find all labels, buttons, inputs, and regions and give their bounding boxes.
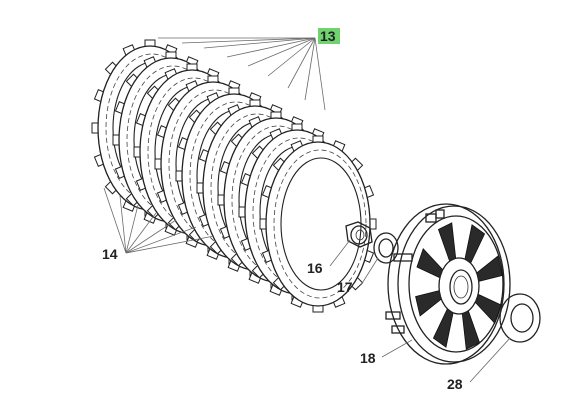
- hub-spoke: [416, 248, 444, 279]
- callout-14[interactable]: 14: [102, 246, 118, 262]
- hub-spoke: [415, 290, 442, 317]
- hub-spoke: [476, 255, 503, 282]
- label-13: 13: [320, 28, 336, 44]
- clutch-disc: [259, 135, 377, 313]
- callout-28[interactable]: 28: [447, 376, 463, 392]
- callout-18[interactable]: 18: [360, 350, 376, 366]
- leader-lines-14: [103, 187, 215, 254]
- label-17: 17: [337, 279, 353, 295]
- label-14: 14: [102, 246, 118, 262]
- label-28: 28: [447, 376, 463, 392]
- label-18: 18: [360, 350, 376, 366]
- part-18-clutch-hub: [381, 203, 511, 365]
- clutch-disc-stack: [91, 39, 377, 313]
- part-17-washer: [360, 232, 399, 286]
- hub-spoke: [461, 310, 481, 350]
- hub-spoke: [464, 224, 486, 264]
- label-16: 16: [307, 260, 323, 276]
- callout-16[interactable]: 16: [307, 260, 323, 276]
- leader-lines-13: [158, 37, 326, 111]
- part-16-nut: [329, 221, 373, 267]
- callout-13[interactable]: 13: [318, 28, 340, 44]
- callout-17[interactable]: 17: [337, 279, 353, 295]
- label-13-highlight: [318, 28, 340, 44]
- part-28-washer: [469, 293, 541, 383]
- hub-spoke: [437, 222, 457, 262]
- hub-spoke: [432, 308, 454, 348]
